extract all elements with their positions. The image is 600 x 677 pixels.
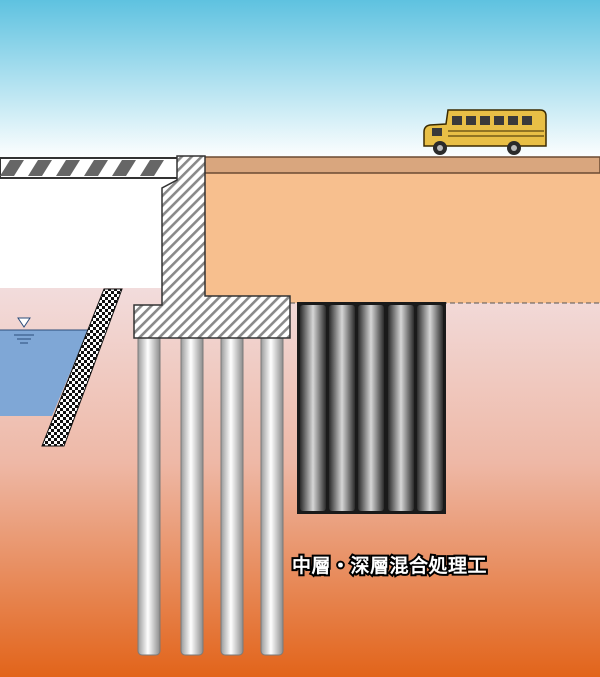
improvement-column [417, 305, 443, 511]
road-surface [179, 156, 600, 174]
steel-pile [137, 334, 161, 656]
improvement-column [300, 305, 326, 511]
retaining-wall [133, 155, 291, 339]
steel-pile [260, 334, 284, 656]
improvement-column [388, 305, 414, 511]
open-air-left [0, 160, 180, 310]
backfill-soil [180, 158, 600, 303]
steel-pile [180, 334, 204, 656]
deep-mixing-columns [297, 302, 446, 514]
apron-deck-stripes [0, 160, 164, 176]
steel-pile [220, 334, 244, 656]
method-label: 中層・深層混合処理工 [290, 553, 489, 579]
improvement-column [358, 305, 384, 511]
riprap-slope [41, 288, 123, 447]
improvement-column [329, 305, 355, 511]
water-level-icon [14, 317, 34, 344]
school-bus-icon [423, 109, 547, 155]
water-body [0, 330, 88, 416]
steel-piles [137, 334, 284, 656]
